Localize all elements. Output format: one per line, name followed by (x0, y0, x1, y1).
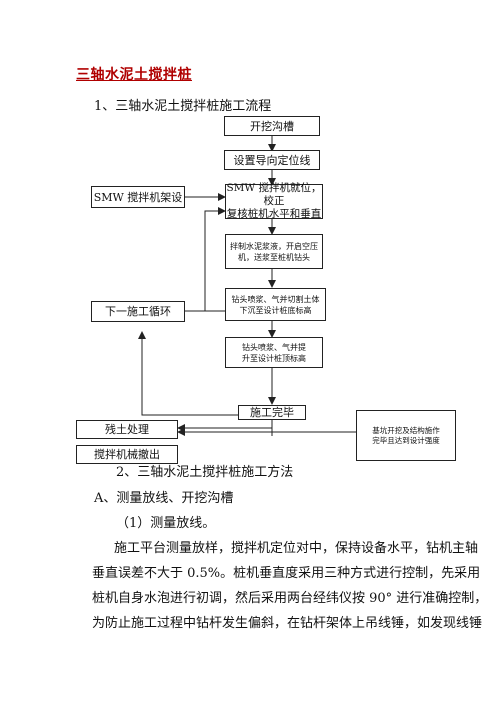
flow-box-guide-line: 设置导向定位线 (224, 150, 320, 170)
flow-label: 施工完毕 (250, 406, 294, 419)
paragraph-line-3: 桩机自身水泡进行初调，然后采用两台经纬仪按 90° 进行准确控制， (92, 591, 488, 606)
subsection-a-heading: A、测量放线、开挖沟槽 (94, 491, 234, 506)
flow-box-drill-sink: 钻头喷浆、气并切割土体 下沉至设计桩底标高 (225, 288, 326, 321)
flow-box-position: SMW 搅拌机就位，校正 复核桩机水平和垂直 (225, 182, 323, 220)
document-title: 三轴水泥土搅拌桩 (76, 67, 192, 83)
flow-label: SMW 搅拌机架设 (93, 190, 183, 204)
flow-box-next-cycle: 下一施工循环 (91, 301, 185, 322)
flow-label: 设置导向定位线 (233, 153, 311, 167)
flow-box-complete: 施工完毕 (238, 405, 306, 420)
paragraph-line-2: 垂直误差不大于 0.5%。桩机垂直度采用三种方式进行控制，先采用 (92, 566, 481, 581)
flow-label-line1: SMW 搅拌机就位，校正 (226, 182, 322, 207)
flow-label-line1: 基坑开挖及结构施作 (372, 425, 440, 435)
flow-label: 残土处理 (105, 423, 149, 436)
flow-label-line2: 升至设计桩顶标高 (242, 353, 306, 363)
paragraph-line-1: 施工平台测量放样，搅拌机定位对中，保持设备水平，钻机主轴 (114, 541, 479, 556)
flow-label-line1: 钻头喷浆、气并切割土体 (231, 294, 320, 304)
flow-box-residual-soil: 残土处理 (76, 420, 178, 439)
flow-label-line2: 完毕且达到设计强度 (372, 435, 440, 445)
flow-label-line2: 复核桩机水平和垂直 (226, 208, 322, 220)
flow-label: 开挖沟槽 (250, 119, 294, 133)
flow-label: 搅拌机械撤出 (94, 448, 160, 461)
loop-line-next-cycle (204, 210, 222, 311)
flow-label-line2: 下沉至设计桩底标高 (239, 305, 312, 315)
flow-label-line2: 机，送浆至桩机钻头 (238, 252, 310, 262)
subsection-1-heading: （1）测量放线。 (116, 516, 216, 531)
flow-label: 下一施工循环 (105, 305, 171, 318)
flow-box-frame-setup: SMW 搅拌机架设 (91, 186, 185, 208)
flow-box-dig-trench: 开挖沟槽 (224, 116, 320, 136)
flow-box-drill-lift: 钻头喷浆、气并提 升至设计桩顶标高 (225, 337, 323, 368)
flow-label-line1: 钻头喷浆、气并提 (242, 342, 306, 352)
flow-box-mix-slurry: 拌制水泥浆液，开启空压 机，送浆至桩机钻头 (225, 234, 323, 269)
flow-box-pit-excavation: 基坑开挖及结构施作 完毕且达到设计强度 (356, 410, 456, 461)
arrow-complete-to-next-cycle (138, 331, 238, 416)
paragraph-line-4: 为防止施工过程中钻杆发生偏斜，在钻杆架体上吊线锤，如发现线锤 (92, 616, 483, 631)
flow-box-withdraw: 搅拌机械撤出 (76, 445, 178, 464)
section-1-heading: 1、三轴水泥土搅拌桩施工流程 (94, 99, 272, 114)
section-2-heading: 2、三轴水泥土搅拌桩施工方法 (116, 465, 294, 480)
flow-label-line1: 拌制水泥浆液，开启空压 (230, 241, 318, 251)
